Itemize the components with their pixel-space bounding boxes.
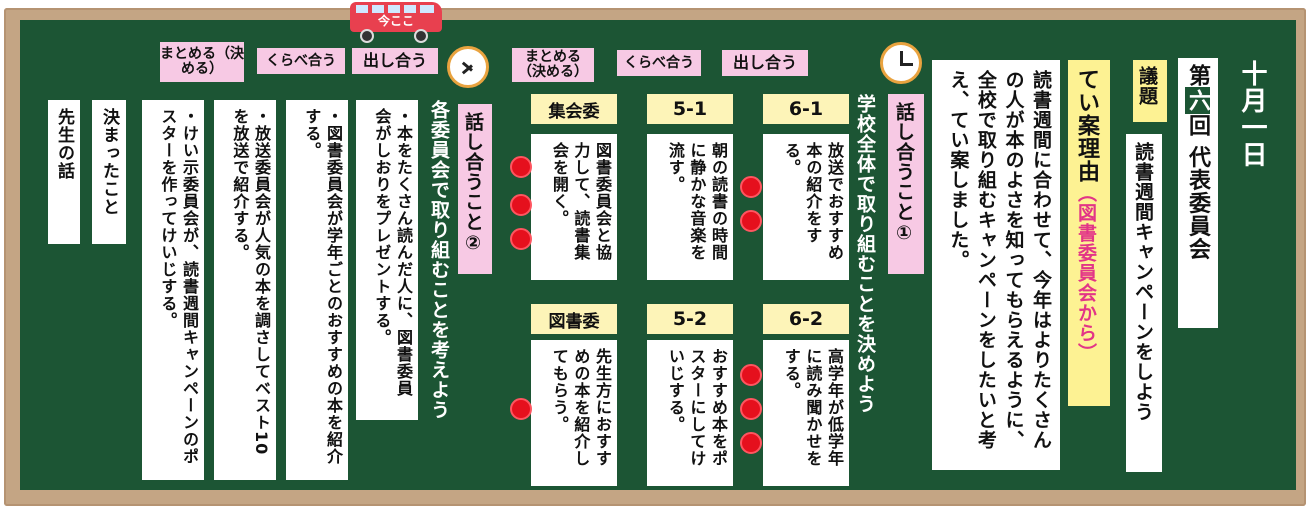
proposal-text: おすすめ本をポスターにしてけいじする。: [647, 340, 733, 486]
meeting-title: 第六回 代表委員会: [1178, 58, 1218, 328]
step-summarize-chip: まとめる（決める）: [512, 48, 594, 82]
step-propose-chip: 出し合う: [722, 50, 808, 76]
proposal-header: 5-1: [647, 94, 733, 124]
clock-icon: [880, 42, 922, 84]
proposal-text: 朝の読書の時間に静かな音楽を流す。: [647, 134, 733, 280]
teacher-talk-label: 先生の話: [48, 100, 80, 244]
proposal-header: 集会委: [531, 94, 617, 124]
step-propose-chip: 出し合う: [352, 48, 438, 74]
reason-text: 読書週間に合わせて、今年はよりたくさんの人が本のよさを知ってもらえるように、全校…: [932, 60, 1060, 470]
vote-dot: [740, 432, 762, 454]
proposal-header: 5-2: [647, 304, 733, 334]
step-summarize-chip: まとめる（決める）: [160, 42, 244, 82]
vote-dot: [510, 228, 532, 250]
committee-item: ・けい示委員会が、読書週間キャンペーンのポスターを作ってけいじする。: [142, 100, 204, 480]
step-compare-chip: くらべ合う: [617, 50, 701, 76]
vote-dot: [740, 210, 762, 232]
committee-item: ・本をたくさん読んだ人に、図書委員会がしおりをプレゼントする。: [356, 100, 418, 420]
vote-dot: [740, 364, 762, 386]
bus-label: 今ここ: [377, 14, 414, 28]
vote-dot: [510, 156, 532, 178]
reason-source: （図書委員会から）: [1075, 183, 1097, 363]
vote-dot: [510, 194, 532, 216]
reason-label: てい案理由（図書委員会から）: [1068, 60, 1110, 406]
vote-dot: [740, 398, 762, 420]
step-compare-chip: くらべ合う: [257, 48, 345, 74]
proposal-header: 6-1: [763, 94, 849, 124]
decided-label: 決まったこと: [92, 100, 126, 244]
committee-item: ・放送委員会が人気の本を調さしてベスト10を放送で紹介する。: [214, 100, 276, 480]
agenda-text: 読書週間キャンペーンをしよう: [1126, 134, 1162, 472]
proposal-text: 図書委員会と協力して、読書集会を開く。: [531, 134, 617, 280]
meeting-prefix: 第: [1185, 64, 1210, 87]
vote-dot: [740, 176, 762, 198]
proposal-text: 先生方におすすめの本を紹介してもらう。: [531, 340, 617, 486]
reason-label-text: てい案理由: [1074, 68, 1099, 183]
clock-icon: [447, 46, 489, 88]
committee-item: ・図書委員会が学年ごとのおすすめの本を紹介する。: [286, 100, 348, 480]
proposal-header: 6-2: [763, 304, 849, 334]
proposal-header: 図書委: [531, 304, 617, 334]
agenda-label: 議題: [1133, 60, 1167, 122]
discussion1-text: 学校全体で取り組むことを決めよう: [854, 94, 876, 414]
date: 十月一日: [1237, 60, 1267, 168]
proposal-text: 放送でおすすめ本の紹介をする。: [763, 134, 849, 280]
bus-icon: [350, 0, 442, 43]
meeting-suffix: 回 代表委員会: [1185, 114, 1210, 261]
meeting-number: 六: [1185, 87, 1210, 114]
discussion2-text: 各委員会で取り組むことを考えよう: [428, 100, 450, 420]
discussion1-label: 話し合うこと①: [888, 94, 924, 274]
proposal-text: 高学年が低学年に読み聞かせをする。: [763, 340, 849, 486]
discussion2-label: 話し合うこと②: [458, 104, 492, 274]
vote-dot: [510, 398, 532, 420]
